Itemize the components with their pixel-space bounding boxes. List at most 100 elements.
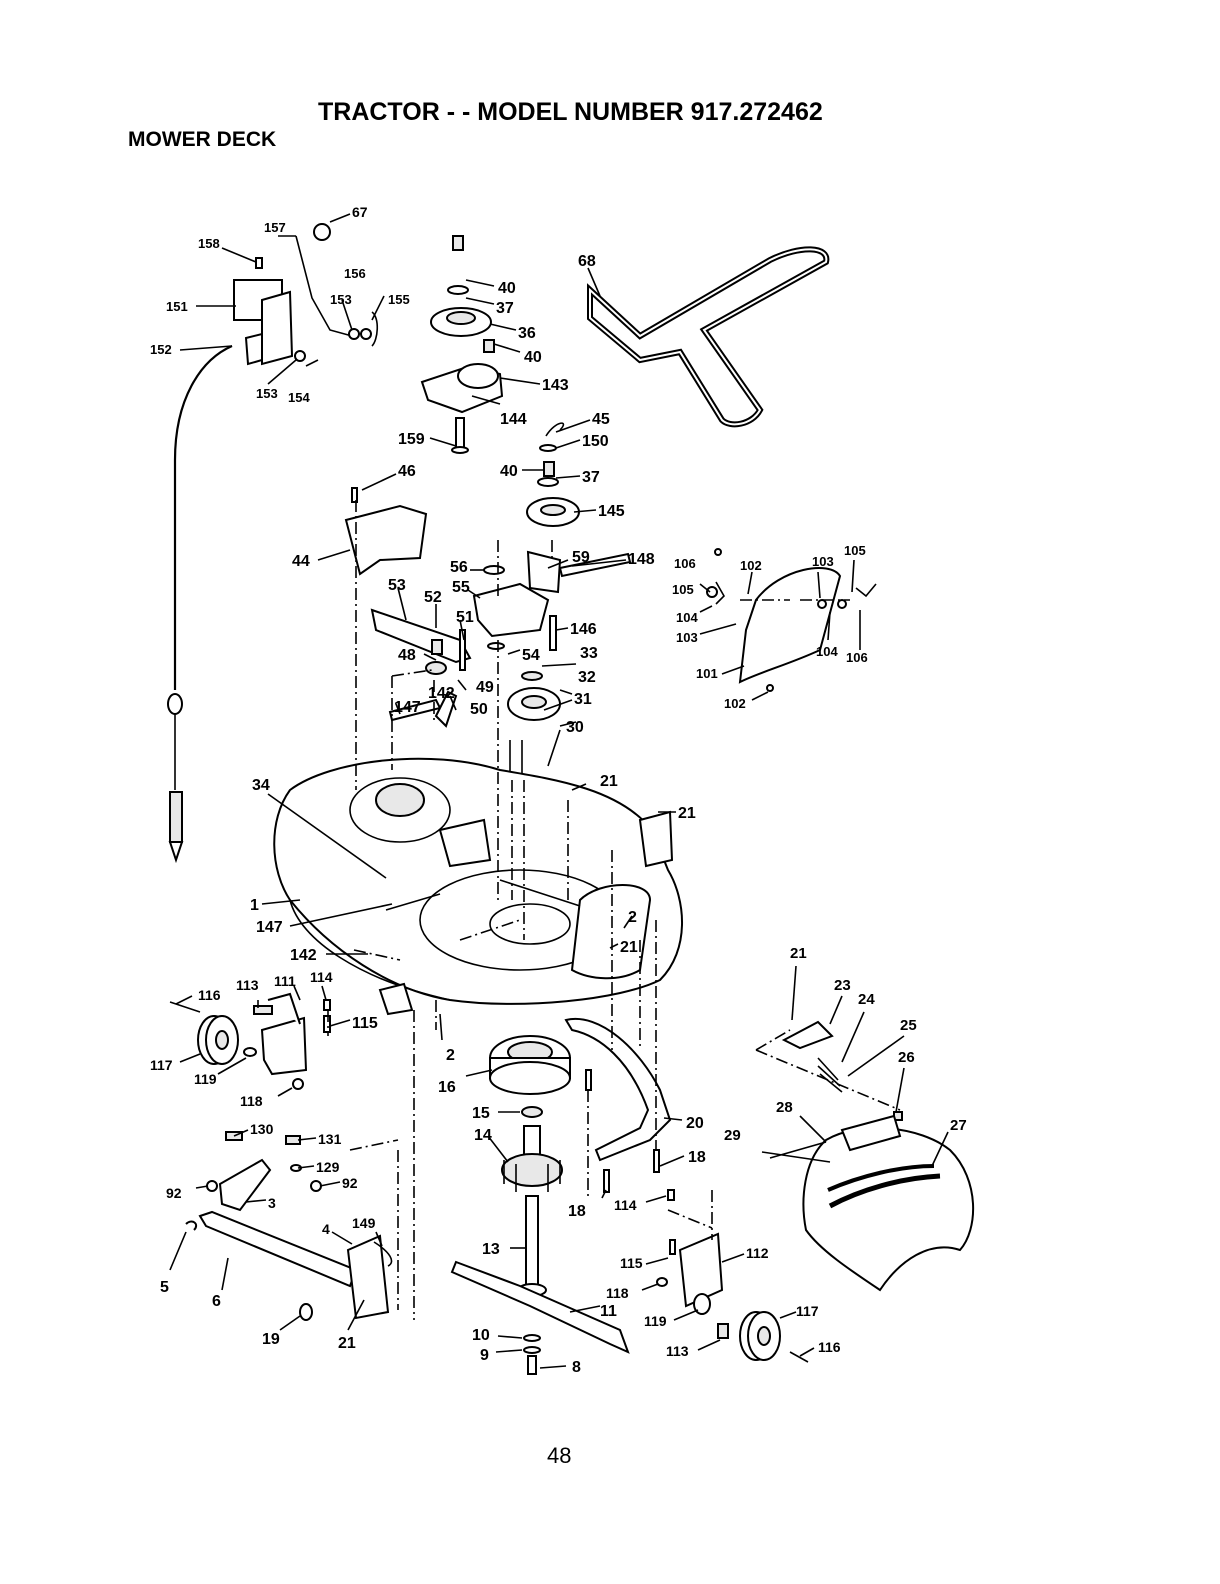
callout-label: 13: [482, 1241, 500, 1258]
callout-label: 146: [570, 621, 597, 638]
callout-label: 4: [322, 1221, 330, 1237]
callout-label: 117: [150, 1057, 173, 1073]
callout-label: 105: [672, 582, 694, 597]
drive-belt: [587, 246, 830, 428]
callout-label: 147: [394, 699, 421, 716]
callout-label: 104: [676, 610, 698, 625]
callout-label: 21: [678, 805, 696, 822]
callout-label: 151: [166, 299, 188, 314]
section-title: MOWER DECK: [128, 128, 277, 151]
callout-label: 116: [818, 1339, 841, 1355]
callout-label: 67: [352, 204, 368, 220]
callout-label: 9: [480, 1347, 489, 1364]
callout-label: 144: [500, 411, 527, 428]
callout-label: 40: [500, 463, 518, 480]
callout-label: 5: [160, 1279, 169, 1296]
callout-label: 56: [450, 559, 468, 576]
callout-label: 40: [524, 349, 542, 366]
callout-label: 31: [574, 691, 592, 708]
callout-label: 143: [542, 377, 569, 394]
callout-label: 15: [472, 1105, 490, 1122]
callout-label: 11: [600, 1303, 617, 1320]
callout-label: 158: [198, 236, 220, 251]
left-gauge-wheel-assembly: [169, 992, 331, 1090]
callout-label: 119: [644, 1313, 667, 1329]
callout-label: 25: [900, 1017, 917, 1034]
callout-label: 105: [844, 543, 866, 558]
callout-label: 36: [518, 325, 536, 342]
callout-label: 115: [352, 1015, 378, 1032]
callout-label: 51: [456, 609, 474, 626]
callout-label: 48: [398, 647, 416, 664]
callout-label: 23: [834, 977, 851, 994]
callout-label: 18: [568, 1203, 586, 1220]
callout-label: 115: [620, 1255, 643, 1271]
blade-spindle-assembly: [450, 1035, 630, 1375]
callout-label: 27: [950, 1117, 967, 1134]
callout-label: 119: [194, 1071, 217, 1087]
callout-label: 68: [578, 253, 596, 270]
callout-label: 148: [628, 551, 655, 568]
callout-label: 102: [724, 696, 746, 711]
callout-label: 53: [388, 577, 406, 594]
callout-label: 159: [398, 431, 425, 448]
discharge-deflector: [769, 1020, 975, 1292]
callout-label: 114: [614, 1197, 637, 1213]
callout-label: 142: [428, 685, 455, 702]
callout-label: 106: [846, 650, 868, 665]
callout-label: 59: [572, 549, 590, 566]
callout-label: 142: [290, 947, 317, 964]
idler-arm-assembly: [370, 550, 632, 790]
callout-label: 152: [150, 342, 172, 357]
callout-label: 8: [572, 1359, 581, 1376]
callout-label: 29: [724, 1127, 741, 1144]
callout-label: 24: [858, 991, 875, 1008]
callout-label: 40: [498, 280, 516, 297]
callout-label: 2: [628, 909, 637, 926]
callout-label: 34: [252, 777, 270, 794]
callout-label: 118: [606, 1285, 629, 1301]
callout-label: 3: [268, 1195, 276, 1211]
callout-label: 154: [288, 390, 310, 405]
mower-lift-cable: [167, 344, 233, 864]
callout-label: 10: [472, 1327, 490, 1344]
deck-hanger-bracket: [564, 1017, 672, 1193]
callout-label: 50: [470, 701, 488, 718]
callout-label: 55: [452, 579, 470, 596]
callout-leaders: [169, 213, 949, 1369]
callout-label: 20: [686, 1115, 704, 1132]
callout-label: 145: [598, 503, 625, 520]
callout-label: 117: [796, 1303, 819, 1319]
callout-label: 116: [198, 987, 221, 1003]
callout-label: 92: [342, 1175, 358, 1191]
callout-label: 54: [522, 647, 540, 664]
callout-label: 30: [566, 719, 584, 736]
callout-label: 104: [816, 644, 838, 659]
callout-label: 18: [688, 1149, 706, 1166]
callout-label: 101: [696, 666, 718, 681]
callout-label: 32: [578, 669, 596, 686]
callout-label: 26: [898, 1049, 915, 1066]
callout-label: 150: [582, 433, 609, 450]
callout-label: 16: [438, 1079, 456, 1096]
lift-lever-assembly: [233, 223, 379, 367]
mower-deck-housing: [273, 757, 683, 1016]
callout-labels: 67 157 158 156 153 155 151 152 153 154 4…: [150, 204, 967, 1376]
callout-label: 111: [274, 973, 296, 989]
callout-label: 19: [262, 1331, 280, 1348]
callout-label: 45: [592, 411, 610, 428]
callout-label: 113: [666, 1343, 689, 1359]
page-title: TRACTOR - - MODEL NUMBER 917.272462: [318, 98, 823, 126]
callout-label: 155: [388, 292, 410, 307]
callout-label: 129: [316, 1159, 340, 1175]
callout-label: 103: [676, 630, 698, 645]
callout-label: 28: [776, 1099, 793, 1116]
callout-label: 147: [256, 919, 283, 936]
callout-label: 113: [236, 977, 259, 993]
callout-label: 44: [292, 553, 310, 570]
callout-label: 52: [424, 589, 442, 606]
callout-label: 102: [740, 558, 762, 573]
idler-pulley-stack: [420, 235, 580, 527]
callout-label: 114: [310, 969, 333, 985]
